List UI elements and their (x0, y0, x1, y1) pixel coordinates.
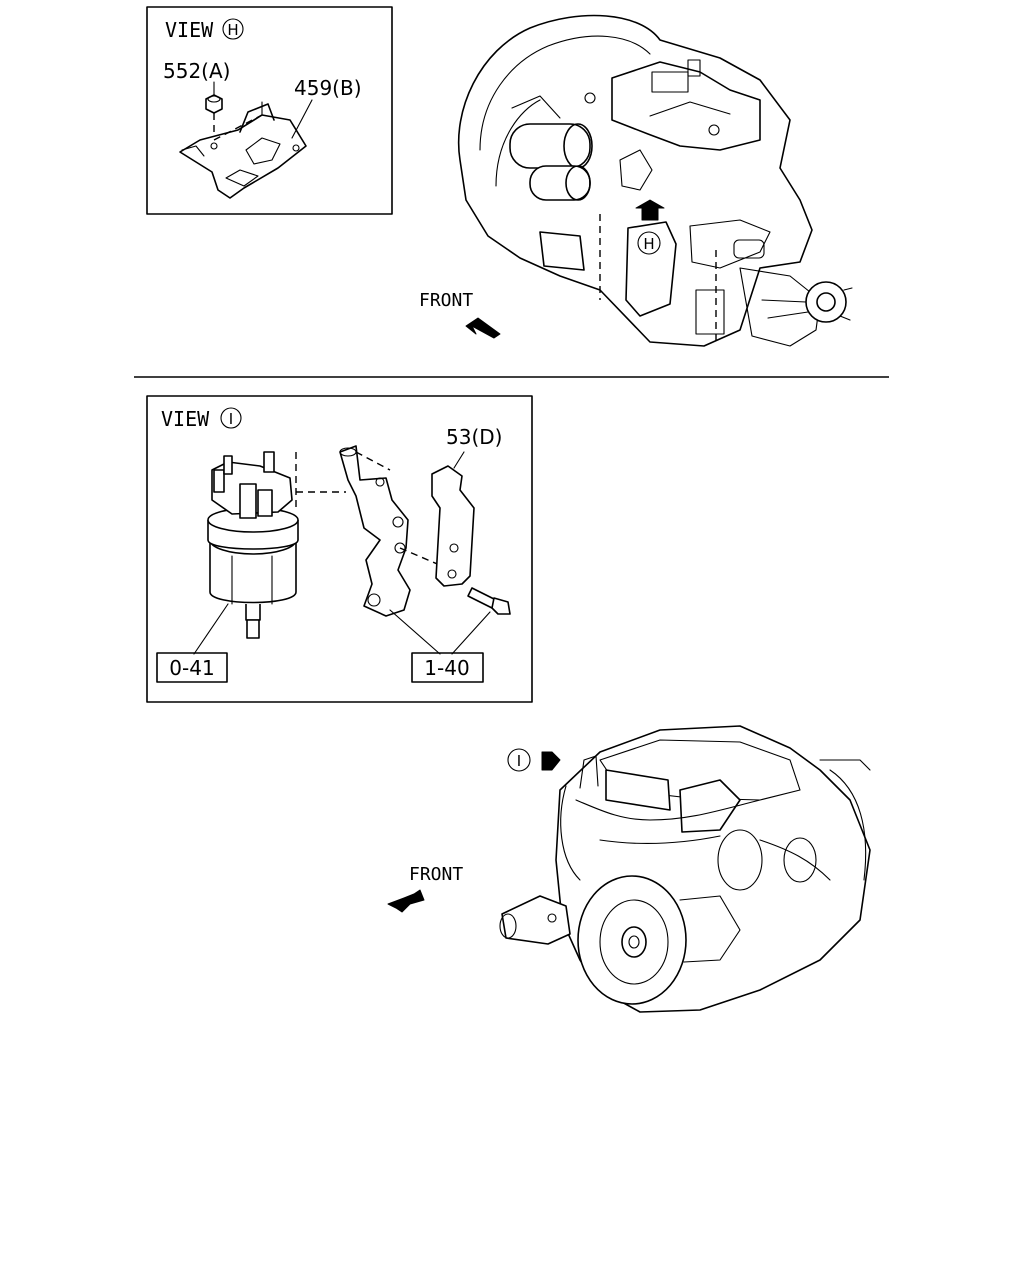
transmission-front-label: FRONT (419, 290, 473, 311)
bracket-459 (179, 99, 313, 199)
engine-front-label: FRONT (409, 864, 463, 885)
nut-552 (205, 81, 223, 140)
engine-front-indicator: FRONT (387, 864, 463, 913)
flywheel (577, 875, 687, 1005)
view-i-panel: VIEW I 53(D) (146, 395, 533, 703)
svg-text:I: I (229, 410, 233, 428)
fuel-filter (207, 451, 346, 639)
transmission-cylinders (509, 95, 593, 201)
svg-text:I: I (517, 752, 521, 770)
view-h-panel: VIEW H 552(A) 459(B) (146, 6, 393, 215)
transmission-top-cover (584, 59, 761, 151)
view-h-frame (146, 6, 393, 215)
engine-front-arrow-icon (387, 889, 425, 913)
output-flange (739, 267, 853, 347)
starter-motor (499, 895, 571, 945)
engine-drawing: I (499, 725, 871, 1013)
view-h-title: VIEW (165, 18, 214, 42)
svg-text:H: H (643, 235, 654, 253)
view-i-title: VIEW (161, 407, 210, 431)
svg-text:0-41: 0-41 (169, 656, 214, 680)
part-label-459b: 459(B) (294, 76, 362, 100)
ref-box-1-40: 1-40 (411, 652, 484, 683)
bolt (467, 587, 511, 615)
part-label-552a: 552(A) (163, 59, 230, 83)
bracket-53 (431, 451, 475, 587)
transmission-drawing: H (457, 14, 853, 347)
view-i-frame (146, 395, 533, 703)
view-h-arrow-marker: H (635, 199, 665, 255)
ref-box-0-41: 0-41 (156, 652, 228, 683)
front-arrow-icon (465, 317, 501, 339)
view-h-marker: H (222, 18, 244, 40)
view-i-arrow-marker: I (507, 748, 561, 772)
view-i-marker: I (220, 407, 242, 429)
part-label-53d: 53(D) (446, 425, 502, 449)
transmission-front-indicator: FRONT (419, 290, 501, 339)
svg-text:H: H (227, 21, 238, 39)
filter-bracket (339, 445, 443, 617)
svg-text:1-40: 1-40 (424, 656, 469, 680)
